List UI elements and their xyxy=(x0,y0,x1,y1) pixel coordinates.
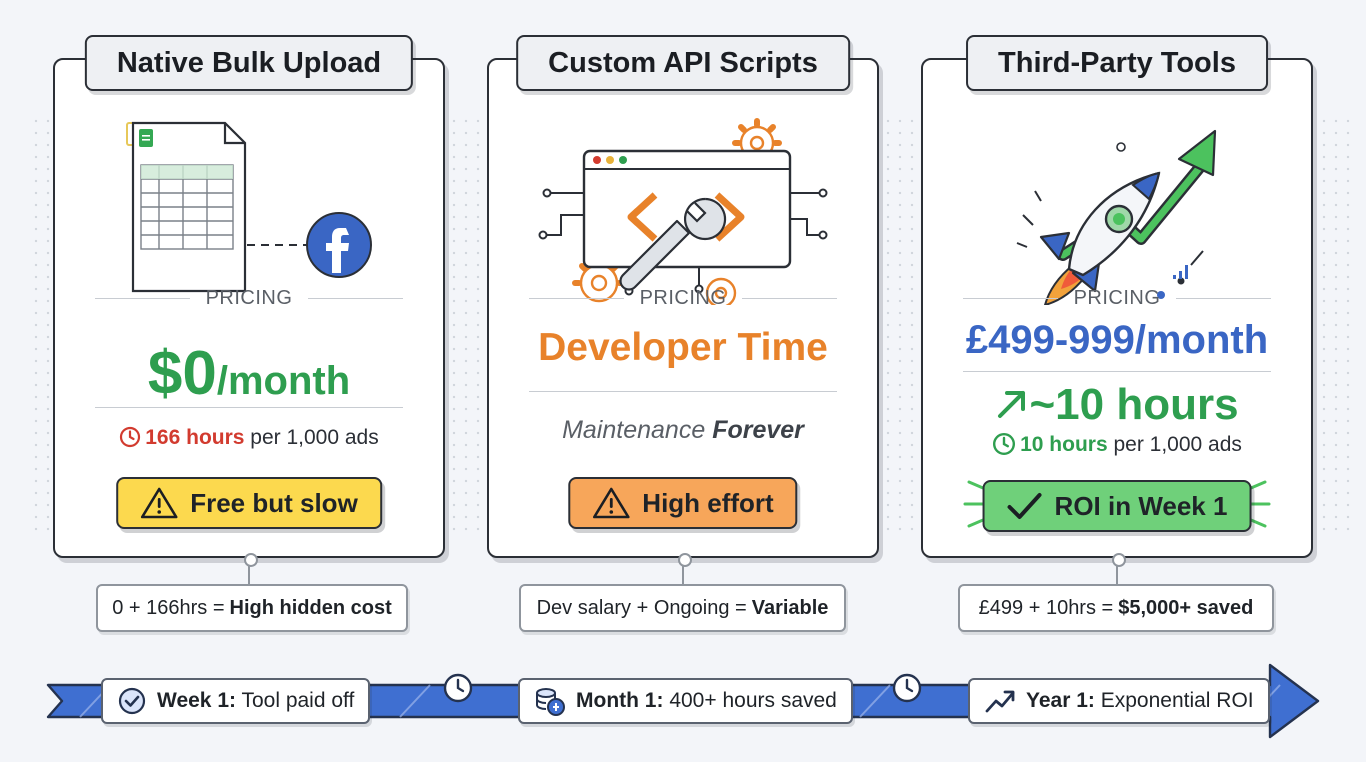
arrow-up-right-icon xyxy=(998,391,1026,418)
card-title: Custom API Scripts xyxy=(516,35,850,91)
wrench-icon xyxy=(619,197,727,291)
milestone-week-1: Week 1: Tool paid off xyxy=(101,678,371,724)
milestone-month-1: Month 1: 400+ hours saved xyxy=(518,678,853,724)
dot-pattern-mid-right xyxy=(882,115,918,535)
divider xyxy=(529,391,837,392)
card-title: Third-Party Tools xyxy=(966,35,1268,91)
divider xyxy=(963,371,1271,372)
facebook-icon xyxy=(306,212,372,278)
price-value: $0/month xyxy=(55,338,443,409)
pricing-label: PRICING xyxy=(963,287,1271,309)
summary-native: 0 + 166hrs =High hidden cost xyxy=(96,584,408,632)
warning-icon xyxy=(140,487,178,519)
time-per-ads: 10 hours per 1,000 ads xyxy=(923,432,1311,457)
summary-result: High hidden cost xyxy=(229,596,392,619)
code-window-gears-illustration xyxy=(538,118,828,305)
time-per-ads: 166 hours per 1,000 ads xyxy=(55,426,443,450)
status-badge: High effort xyxy=(568,477,798,529)
summary-formula: 0 + 166hrs = xyxy=(112,596,225,619)
sparkle-lines-right xyxy=(1249,480,1271,528)
dot-pattern-right xyxy=(1318,115,1358,535)
milestone-year-1: Year 1: Exponential ROI xyxy=(968,678,1270,724)
connector-line xyxy=(244,553,258,585)
sparkle-lines-left xyxy=(963,480,985,528)
time-rest: per 1,000 ads xyxy=(1107,433,1242,456)
milestone-text: Month 1: 400+ hours saved xyxy=(576,689,837,712)
clock-icon xyxy=(120,426,141,448)
clock-icon xyxy=(993,432,1016,456)
trend-up-icon xyxy=(985,690,1015,713)
card-native-bulk-upload: Native Bulk Upload PRICING $0/mont xyxy=(53,35,445,558)
spreadsheet-to-facebook-illustration xyxy=(126,121,372,293)
timeline-clock-icon xyxy=(892,673,922,703)
checkmark-icon xyxy=(1007,493,1042,519)
milestone-text: Week 1: Tool paid off xyxy=(157,689,355,712)
summary-formula: £499 + 10hrs = xyxy=(978,596,1114,619)
coins-icon xyxy=(536,688,565,716)
connector-line xyxy=(678,553,692,585)
badge-label: ROI in Week 1 xyxy=(1054,490,1228,521)
price-value: Developer Time xyxy=(538,326,828,369)
maintenance-emphasis: Forever xyxy=(712,416,804,444)
time-rest: per 1,000 ads xyxy=(244,426,379,449)
time-value: 166 hours xyxy=(145,426,245,449)
check-circle-icon xyxy=(118,687,146,715)
time-value: 10 hours xyxy=(1020,433,1108,456)
pricing-label: PRICING xyxy=(529,287,837,309)
summary-formula: Dev salary + Ongoing = xyxy=(536,596,747,619)
milestone-text: Year 1: Exponential ROI xyxy=(1026,689,1254,712)
summary-result: Variable xyxy=(751,596,829,619)
maintenance-note: Maintenance Forever xyxy=(489,416,877,445)
maintenance-label: Maintenance xyxy=(562,416,713,444)
divider xyxy=(95,407,403,408)
card-custom-api-scripts: Custom API Scripts xyxy=(487,35,879,558)
status-badge: ROI in Week 1 xyxy=(982,480,1252,532)
pricing-label: PRICING xyxy=(95,287,403,309)
hours-text: ~10 hours xyxy=(1029,380,1239,429)
summary-third-party: £499 + 10hrs =$5,000+ saved xyxy=(958,584,1274,632)
timeline-clock-icon xyxy=(443,673,473,703)
hours-value: ~10 hours xyxy=(923,380,1311,430)
summary-result: $5,000+ saved xyxy=(1118,596,1254,619)
dot-pattern-mid-left xyxy=(448,115,484,535)
card-title: Native Bulk Upload xyxy=(84,35,414,91)
warning-icon xyxy=(592,487,630,519)
card-third-party-tools: Third-Party Tools PRICI xyxy=(921,35,1313,558)
badge-label: High effort xyxy=(642,487,774,518)
connector-line xyxy=(1112,553,1126,585)
badge-label: Free but slow xyxy=(190,487,358,518)
spreadsheet-icon xyxy=(126,121,247,293)
price-amount: $0 xyxy=(147,339,217,408)
summary-custom-api: Dev salary + Ongoing =Variable xyxy=(519,584,846,632)
rocket-growth-illustration xyxy=(1016,129,1217,305)
status-badge: Free but slow xyxy=(116,477,382,529)
price-unit: /month xyxy=(216,359,351,403)
price-value: £499-999/month xyxy=(965,318,1269,362)
